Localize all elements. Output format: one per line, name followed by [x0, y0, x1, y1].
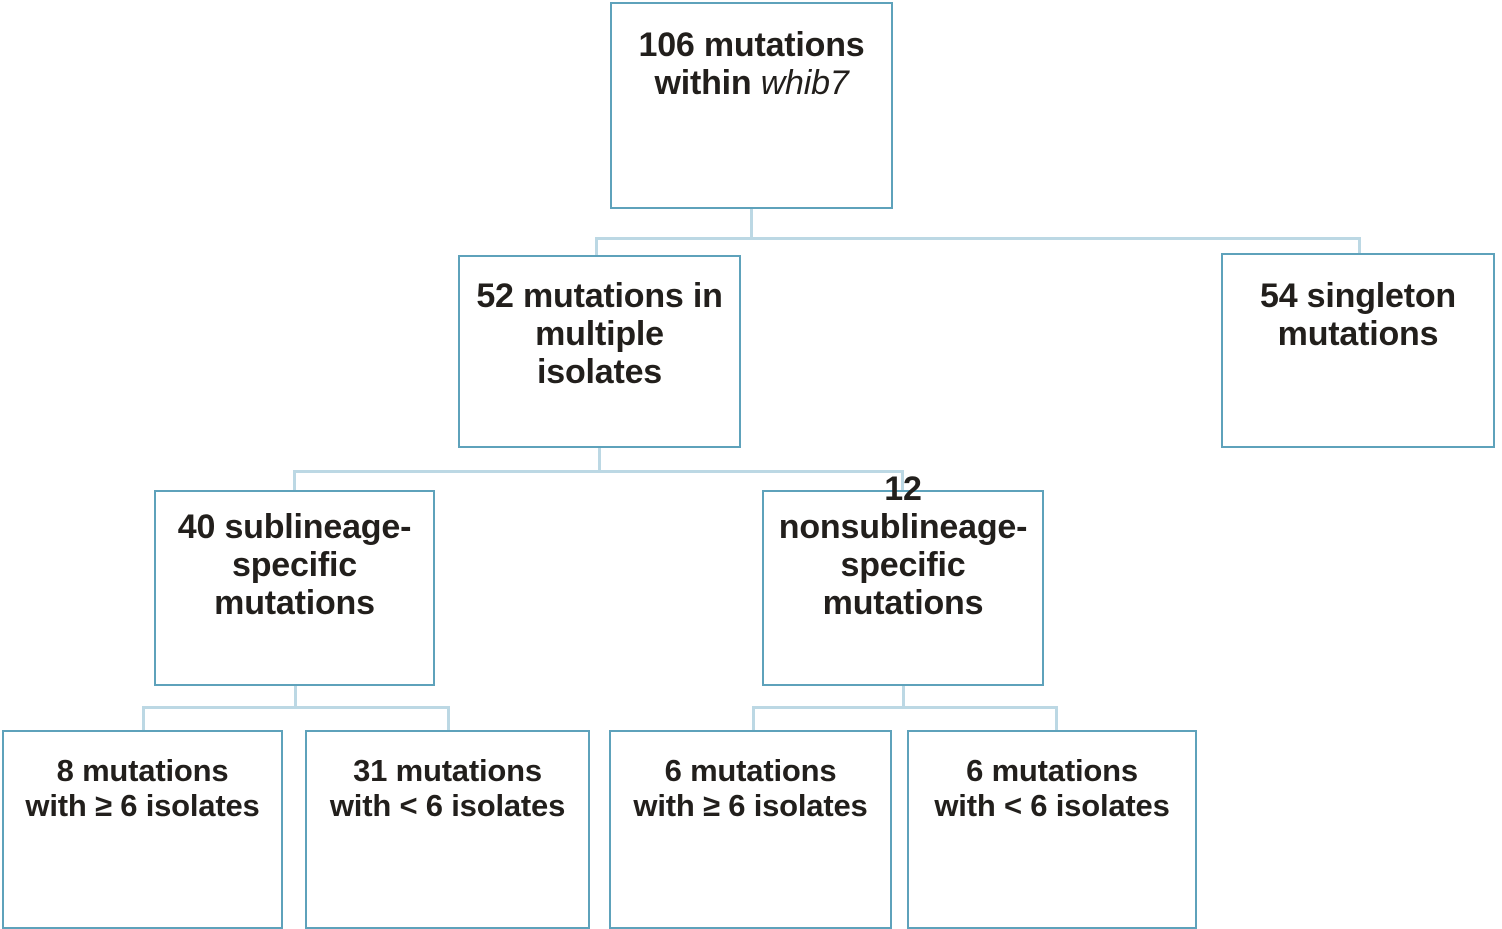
node-singleton-text: 54 singleton mutations — [1223, 277, 1493, 353]
node-40-sublineage-specific-mutations[interactable]: 40 sublineage- specific mutations — [154, 490, 435, 686]
connector-multiple-to-sublineage — [293, 470, 296, 492]
connector-nonsublineage-to-leaf-4 — [1055, 706, 1058, 732]
connector-multiple-stem — [598, 448, 601, 473]
node-multi-line1: 52 mutations in — [476, 277, 723, 315]
node-leaf-3-line2: with ≥ 6 isolates — [633, 787, 868, 823]
node-leaf-3-line1: 6 mutations — [664, 753, 837, 788]
node-52-mutations-multiple-isolates[interactable]: 52 mutations in multiple isolates — [458, 255, 741, 448]
node-6-mutations-ge-6-isolates[interactable]: 6 mutations with ≥ 6 isolates — [609, 730, 892, 929]
connector-root-stem — [750, 209, 753, 240]
node-leaf-4-line1: 6 mutations — [966, 753, 1138, 788]
node-multi-line2: multiple — [535, 315, 664, 354]
node-nonsub-line3: specific — [840, 546, 966, 585]
connector-nonsublineage-stem — [902, 686, 905, 709]
node-nonsub-line2: nonsublineage- — [778, 508, 1028, 547]
node-root-106-mutations[interactable]: 106 mutations within whib7 — [610, 2, 893, 209]
node-leaf-1-line1: 8 mutations — [56, 753, 229, 788]
node-multi-text: 52 mutations in multiple isolates — [460, 277, 739, 391]
node-sub-text: 40 sublineage- specific mutations — [156, 508, 433, 622]
node-31-mutations-lt-6-isolates[interactable]: 31 mutations with < 6 isolates — [305, 730, 590, 929]
node-sub-line1: 40 sublineage- — [177, 508, 412, 546]
node-root-gene-name: whib7 — [760, 64, 849, 103]
node-multi-line3: isolates — [536, 353, 663, 392]
node-singleton-line1: 54 singleton — [1260, 277, 1456, 315]
node-leaf-2-line2: with < 6 isolates — [329, 787, 566, 823]
node-leaf-1-text: 8 mutations with ≥ 6 isolates — [4, 753, 281, 823]
node-sub-line3: mutations — [214, 584, 375, 623]
connector-multiple-bus — [293, 470, 904, 473]
connector-root-bus — [595, 237, 1361, 240]
connector-sublineage-to-leaf-2 — [447, 706, 450, 732]
connector-multiple-to-nonsublineage — [901, 470, 904, 492]
node-6-mutations-lt-6-isolates[interactable]: 6 mutations with < 6 isolates — [907, 730, 1197, 929]
node-leaf-4-text: 6 mutations with < 6 isolates — [909, 753, 1195, 823]
node-nonsub-line4: mutations — [822, 584, 984, 623]
node-nonsub-line1: 12 — [884, 470, 922, 508]
node-leaf-1-line2: with ≥ 6 isolates — [25, 787, 260, 823]
node-leaf-3-text: 6 mutations with ≥ 6 isolates — [611, 753, 890, 823]
node-root-text: 106 mutations within whib7 — [612, 26, 891, 102]
connector-nonsublineage-to-leaf-3 — [752, 706, 755, 732]
node-root-line2-prefix: within — [654, 64, 761, 103]
connector-nonsublineage-bus — [752, 706, 1058, 709]
node-leaf-2-text: 31 mutations with < 6 isolates — [307, 753, 588, 823]
node-nonsub-text: 12 nonsublineage- specific mutations — [764, 470, 1042, 622]
node-sub-line2: specific — [231, 546, 358, 585]
connector-root-to-multiple — [595, 237, 598, 257]
node-singleton-line2: mutations — [1277, 315, 1439, 354]
node-root-line1: 106 mutations — [638, 26, 865, 64]
node-54-singleton-mutations[interactable]: 54 singleton mutations — [1221, 253, 1495, 448]
node-leaf-2-line1: 31 mutations — [353, 753, 542, 788]
connector-sublineage-stem — [294, 686, 297, 709]
connector-sublineage-bus — [142, 706, 450, 709]
connector-root-to-singleton — [1358, 237, 1361, 255]
node-8-mutations-ge-6-isolates[interactable]: 8 mutations with ≥ 6 isolates — [2, 730, 283, 929]
node-12-nonsublineage-specific-mutations[interactable]: 12 nonsublineage- specific mutations — [762, 470, 1044, 686]
node-leaf-4-line2: with < 6 isolates — [934, 787, 1170, 823]
connector-sublineage-to-leaf-1 — [142, 706, 145, 732]
